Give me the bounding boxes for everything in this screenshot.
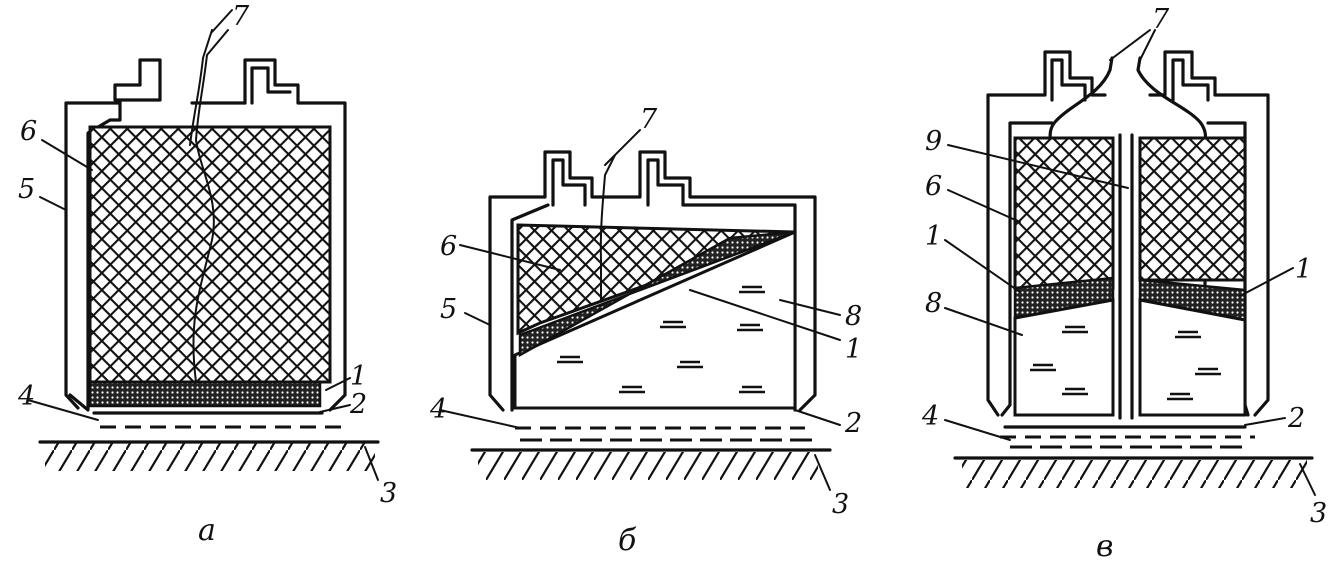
channel: [192, 29, 229, 383]
label-7: 7: [1152, 4, 1170, 35]
label-9: 9: [925, 126, 942, 157]
panel-v: 7 9 6 1 1 8 2 4 3 в: [921, 4, 1327, 564]
liquid-compartment-left: [1013, 298, 1115, 417]
label-4: 4: [921, 401, 939, 432]
label-8: 8: [845, 301, 862, 332]
label-3: 3: [1310, 498, 1327, 529]
label-2: 2: [844, 408, 862, 439]
label-5: 5: [18, 174, 35, 205]
label-6: 6: [20, 116, 37, 147]
porous-body: [88, 125, 332, 384]
caption-b: б: [618, 523, 637, 558]
label-3: 3: [832, 489, 849, 520]
housing: [64, 58, 347, 412]
label-5: 5: [440, 294, 457, 325]
label-1: 1: [350, 361, 367, 392]
label-4: 4: [17, 381, 35, 412]
caption-a: а: [198, 513, 216, 548]
channel: [599, 154, 616, 301]
porous-body-left: [1013, 136, 1115, 290]
liquid-film: [515, 426, 815, 442]
center-tube: [1118, 133, 1134, 420]
fine-layer: [518, 230, 796, 358]
label-1-right: 1: [1295, 254, 1312, 285]
fine-layer: [88, 380, 322, 408]
liquid-compartment: [513, 229, 797, 410]
liquid-film: [92, 411, 345, 429]
leaders: [27, 9, 379, 481]
label-7: 7: [640, 104, 658, 135]
label-1: 1: [845, 334, 862, 365]
label-3: 3: [380, 478, 397, 509]
caption-v: в: [1096, 529, 1113, 564]
label-7: 7: [232, 1, 250, 32]
ground-surface: [953, 456, 1314, 488]
label-4: 4: [429, 394, 447, 425]
porous-body-right: [1138, 136, 1247, 282]
label-1-left: 1: [925, 221, 942, 252]
label-2: 2: [1287, 403, 1305, 434]
label-8: 8: [925, 288, 942, 319]
liquid-film: [1000, 425, 1255, 449]
liquid-compartment-right: [1138, 298, 1247, 417]
panel-b: 7 6 5 8 1 2 4 3 б: [429, 104, 862, 558]
ground-surface: [38, 440, 380, 471]
label-6: 6: [440, 231, 457, 262]
leaders: [944, 29, 1316, 496]
panel-a: 7 6 5 1 2 4 3 а: [17, 1, 397, 548]
housing: [488, 150, 817, 412]
ground-surface: [470, 448, 832, 480]
leaders: [439, 129, 841, 491]
label-6: 6: [925, 171, 942, 202]
label-2: 2: [349, 389, 367, 420]
